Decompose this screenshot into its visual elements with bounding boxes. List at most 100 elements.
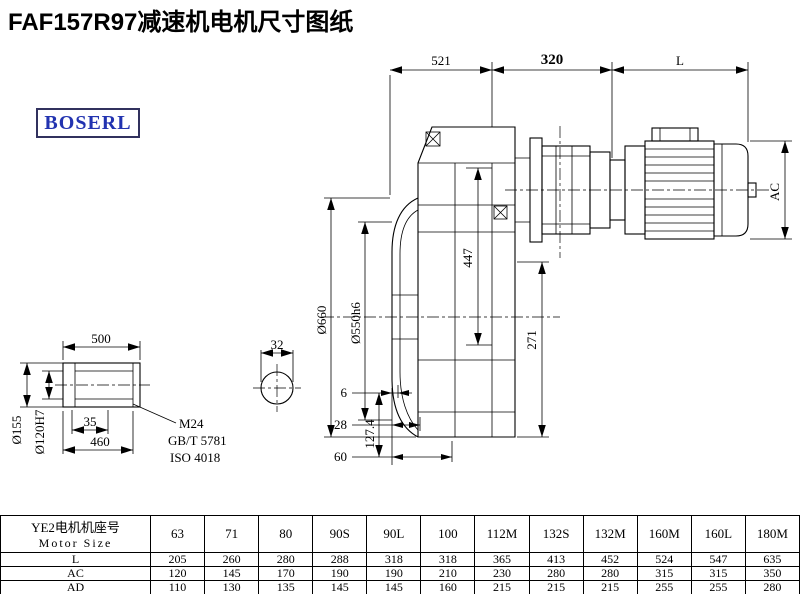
size-col: 132S bbox=[528, 515, 584, 553]
size-col: 112M bbox=[474, 515, 530, 553]
cell: 120 bbox=[149, 566, 206, 581]
dim-28: 28 bbox=[334, 417, 347, 432]
size-col: 100 bbox=[420, 515, 476, 553]
dim-32: 32 bbox=[271, 337, 284, 352]
cell: 215 bbox=[474, 580, 530, 594]
cell: 288 bbox=[312, 552, 368, 567]
dim-660: Ø660 bbox=[314, 306, 329, 335]
cell: 145 bbox=[204, 566, 260, 581]
page-title: FAF157R97减速机电机尺寸图纸 bbox=[8, 9, 354, 36]
cell: 160 bbox=[420, 580, 476, 594]
output-flange bbox=[391, 197, 419, 438]
dim-500: 500 bbox=[91, 331, 111, 346]
cell: 210 bbox=[420, 566, 476, 581]
dim-127-4: 127.4 bbox=[362, 419, 377, 449]
dim-120h7: Ø120H7 bbox=[32, 409, 47, 454]
size-col: 71 bbox=[204, 515, 260, 553]
row-label: AC bbox=[0, 566, 151, 581]
shaft-detail: 500 35 460 Ø155 Ø120H7 M24 GB/T 5781 ISO… bbox=[9, 331, 227, 465]
inspection-plug-mark bbox=[493, 205, 508, 220]
dim-6: 6 bbox=[341, 385, 348, 400]
dim-60: 60 bbox=[334, 449, 347, 464]
cell: 318 bbox=[366, 552, 422, 567]
center-lines bbox=[322, 126, 775, 318]
size-col: 180M bbox=[744, 515, 800, 553]
cell: 190 bbox=[312, 566, 368, 581]
cell: 524 bbox=[636, 552, 692, 567]
cell: 315 bbox=[636, 566, 692, 581]
dim-320: 320 bbox=[541, 52, 564, 68]
boserl-logo-text: BOSERL bbox=[44, 111, 132, 134]
standard-gb-label: GB/T 5781 bbox=[168, 433, 227, 448]
standard-iso-label: ISO 4018 bbox=[170, 450, 220, 465]
size-col: 90L bbox=[366, 515, 422, 553]
bottom-dimensions: 6 28 60 127.4 bbox=[334, 385, 453, 465]
boserl-logo: BOSERL bbox=[36, 108, 140, 138]
dim-L: L bbox=[676, 53, 684, 68]
dim-155: Ø155 bbox=[9, 416, 24, 445]
size-col: 160L bbox=[690, 515, 746, 553]
cell: 315 bbox=[690, 566, 746, 581]
cell: 215 bbox=[528, 580, 584, 594]
cell: 280 bbox=[258, 552, 314, 567]
height-dimensions: 447 271 bbox=[460, 167, 549, 438]
cell: 145 bbox=[366, 580, 422, 594]
cell: 230 bbox=[474, 566, 530, 581]
size-col: 160M bbox=[636, 515, 692, 553]
dim-271: 271 bbox=[524, 330, 539, 350]
header-motor-size-en: Motor Size bbox=[38, 536, 113, 550]
lifting-lug-mark bbox=[425, 131, 441, 147]
cell: 635 bbox=[744, 552, 800, 567]
cell: 280 bbox=[582, 566, 638, 581]
cell: 110 bbox=[149, 580, 206, 594]
cell: 280 bbox=[528, 566, 584, 581]
top-dimensions: 521 320 L bbox=[389, 52, 749, 195]
cell: 170 bbox=[258, 566, 314, 581]
table-row-AD: AD 110 130 135 145 145 160 215 215 215 2… bbox=[0, 580, 800, 594]
cell: 255 bbox=[636, 580, 692, 594]
size-col: 132M bbox=[582, 515, 638, 553]
dim-521: 521 bbox=[431, 53, 451, 68]
cell: 215 bbox=[582, 580, 638, 594]
thread-label: M24 bbox=[179, 416, 204, 431]
dim-AC: AC bbox=[767, 183, 782, 201]
dim-447: 447 bbox=[460, 248, 475, 268]
cell: 547 bbox=[690, 552, 746, 567]
cell: 205 bbox=[149, 552, 206, 567]
cell: 255 bbox=[690, 580, 746, 594]
size-col: 63 bbox=[149, 515, 206, 553]
header-motor-size-cn: YE2电机机座号 bbox=[31, 520, 120, 535]
ac-dimension: AC bbox=[750, 140, 792, 240]
cell: 280 bbox=[744, 580, 800, 594]
dim-35: 35 bbox=[84, 414, 97, 429]
terminal-box bbox=[651, 127, 699, 142]
size-col: 80 bbox=[258, 515, 314, 553]
fan-hub bbox=[747, 182, 757, 198]
header-motor-size: YE2电机机座号 Motor Size bbox=[0, 515, 151, 553]
cell: 318 bbox=[420, 552, 476, 567]
size-col: 90S bbox=[312, 515, 368, 553]
gear-housing bbox=[417, 126, 516, 438]
cell: 413 bbox=[528, 552, 584, 567]
flange-diameter-dimensions: Ø660 Ø550h6 bbox=[314, 197, 416, 438]
cell: 365 bbox=[474, 552, 530, 567]
table-row-L: L 205 260 280 288 318 318 365 413 452 52… bbox=[0, 552, 800, 567]
dim-550h6: Ø550h6 bbox=[348, 302, 363, 344]
shaft-section-circle: 32 bbox=[253, 337, 301, 412]
dim-460: 460 bbox=[90, 434, 110, 449]
cell: 452 bbox=[582, 552, 638, 567]
cell: 135 bbox=[258, 580, 314, 594]
cell: 130 bbox=[204, 580, 260, 594]
fan-cowl bbox=[713, 143, 749, 237]
cell: 350 bbox=[744, 566, 800, 581]
cell: 260 bbox=[204, 552, 260, 567]
motor-dimension-table: YE2电机机座号 Motor Size 63 71 80 90S 90L 100… bbox=[0, 515, 800, 594]
table-row-AC: AC 120 145 170 190 190 210 230 280 280 3… bbox=[0, 566, 800, 581]
motor bbox=[624, 127, 757, 240]
table-header-row: YE2电机机座号 Motor Size 63 71 80 90S 90L 100… bbox=[0, 515, 800, 553]
motor-fins bbox=[645, 148, 714, 232]
row-label: AD bbox=[0, 580, 151, 594]
row-label: L bbox=[0, 552, 151, 567]
